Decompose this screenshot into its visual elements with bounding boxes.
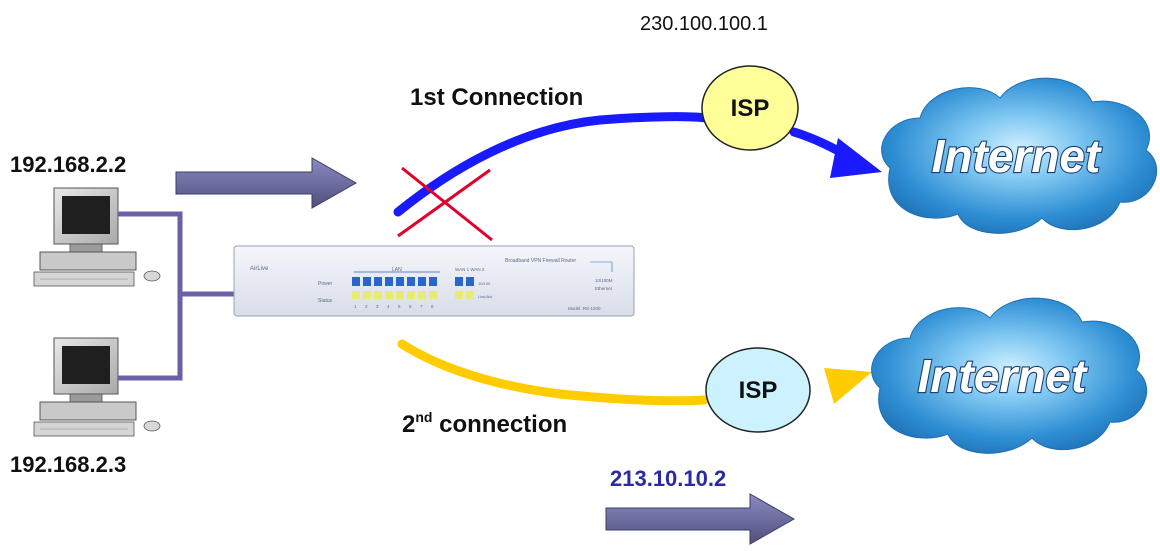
router-port-numbers: 1 2 3 4 5 6 7 8 <box>354 304 434 309</box>
router-side-label-2: Ethernet <box>595 286 613 291</box>
cut-mark-line-2 <box>397 168 491 238</box>
traffic-arrow-bottom <box>605 493 796 545</box>
router-wan-label: WAN 1 WAN 2 <box>455 267 485 272</box>
wan2-ip-label: 213.10.10.2 <box>610 466 726 491</box>
internet-2-label: Internet <box>918 350 1088 402</box>
isp-2-label: ISP <box>739 377 778 404</box>
isp-1-node <box>701 65 799 151</box>
router-brand: AirLive <box>250 266 269 272</box>
svg-text:6: 6 <box>409 304 412 309</box>
pc-2 <box>33 337 161 437</box>
svg-text:7: 7 <box>420 304 423 309</box>
connection-2-suffix: connection <box>432 411 567 438</box>
router-footer-label: Model: RS-1200 <box>568 306 601 311</box>
isp-2-node <box>705 347 811 433</box>
lan-wiring <box>118 211 236 381</box>
router: AirLive Power Status LAN 1 2 3 4 <box>233 245 635 317</box>
connection-1-arrowhead <box>830 138 882 178</box>
pc-1 <box>33 187 161 287</box>
svg-text:5: 5 <box>398 304 401 309</box>
connection-1-line <box>393 112 711 217</box>
connection-2-arrowhead <box>824 368 872 404</box>
connection-2-line <box>397 339 709 406</box>
router-model-title: Broadband VPN Firewall Router <box>505 258 576 264</box>
internet-cloud-2: Internet <box>871 297 1148 454</box>
pc-2-ip-label: 192.168.2.3 <box>10 452 126 477</box>
traffic-arrow-top <box>175 157 358 209</box>
isp-1-label: ISP <box>731 95 770 122</box>
wan1-ip-label: 230.100.100.1 <box>640 13 768 35</box>
svg-text:8: 8 <box>431 304 434 309</box>
connection-1-label: 1st Connection <box>410 84 583 111</box>
router-lan-ports <box>352 277 437 299</box>
cut-mark-line-1 <box>401 166 493 242</box>
router-lan-label: LAN <box>392 267 402 273</box>
router-side-label-1: 10/100M <box>595 278 613 283</box>
internet-1-label: Internet <box>932 130 1102 182</box>
router-link-label: Link/Act <box>478 294 493 299</box>
svg-text:1: 1 <box>354 304 357 309</box>
connection-2-label: 2nd connection <box>402 409 567 438</box>
router-power-label: Power <box>318 281 333 287</box>
router-status-label: Status <box>318 298 333 304</box>
internet-cloud-1: Internet <box>881 77 1158 234</box>
router-act-label: 10/100 <box>478 281 491 286</box>
svg-text:3: 3 <box>376 304 379 309</box>
connection-2-superscript: nd <box>415 409 432 425</box>
connection-2-prefix: 2 <box>402 411 415 438</box>
svg-text:2: 2 <box>365 304 368 309</box>
pc-1-ip-label: 192.168.2.2 <box>10 152 126 177</box>
svg-text:4: 4 <box>387 304 390 309</box>
